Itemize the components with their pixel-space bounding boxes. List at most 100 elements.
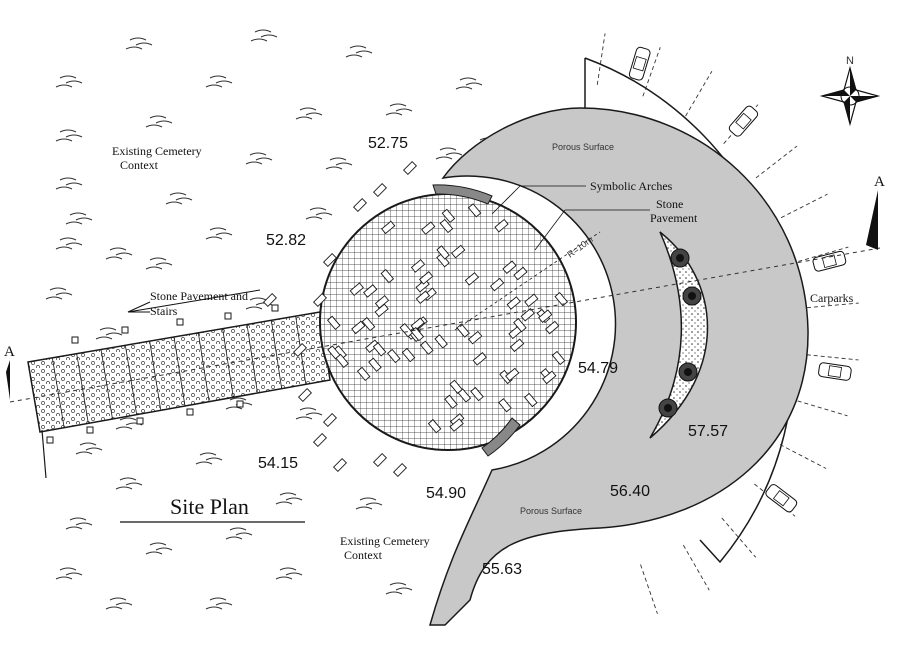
parking-stall-line bbox=[780, 193, 828, 219]
parking-stall-line bbox=[640, 564, 658, 614]
grass-tuft bbox=[355, 497, 383, 510]
bollard bbox=[86, 426, 94, 434]
paving-block bbox=[363, 284, 378, 298]
grass-tuft bbox=[205, 227, 233, 240]
paving-block bbox=[470, 386, 484, 402]
paving-block bbox=[332, 457, 348, 473]
grass-tuft bbox=[455, 77, 483, 90]
stair-step-line bbox=[246, 324, 258, 394]
paving-block bbox=[489, 277, 505, 292]
paving-block bbox=[513, 318, 527, 333]
porous-label-top: Porous Surface bbox=[552, 142, 614, 152]
bollard bbox=[121, 326, 129, 334]
paving-block bbox=[551, 350, 566, 366]
paving-block bbox=[436, 245, 450, 260]
paving-block bbox=[372, 452, 388, 468]
paving-block bbox=[468, 330, 483, 345]
section-label-left: A bbox=[4, 344, 15, 360]
paving-block bbox=[415, 278, 430, 293]
paving-block bbox=[456, 323, 470, 338]
paving-block bbox=[449, 379, 463, 394]
symbolic-arches-label: Symbolic Arches bbox=[590, 179, 673, 193]
paving-block bbox=[524, 392, 538, 408]
porous-surface bbox=[429, 107, 809, 626]
stone-pavement-label-1: Stone bbox=[656, 197, 683, 211]
grass-tuft bbox=[225, 527, 253, 540]
paving-block bbox=[380, 268, 395, 284]
symbolic-arch-south bbox=[481, 417, 521, 457]
elevation-56-40: 56.40 bbox=[610, 483, 650, 500]
grass-tuft bbox=[145, 542, 173, 555]
grass-tuft bbox=[205, 75, 233, 88]
paving-block bbox=[449, 418, 464, 432]
parking-stall-line bbox=[642, 47, 661, 97]
paving-block bbox=[326, 315, 341, 330]
elevation-54-90: 54.90 bbox=[426, 485, 466, 502]
paving-block bbox=[386, 348, 401, 364]
grass-tuft bbox=[295, 107, 323, 120]
paving-block bbox=[472, 352, 487, 366]
elevation-54-15: 54.15 bbox=[258, 455, 298, 472]
paving-block bbox=[335, 353, 349, 369]
parking-stall-line bbox=[798, 246, 849, 262]
elevation-52-75: 52.75 bbox=[368, 135, 408, 152]
parking-stall-line bbox=[806, 302, 859, 309]
paving-block bbox=[506, 296, 521, 310]
paving-block bbox=[312, 432, 328, 448]
grass-tuft bbox=[55, 237, 83, 250]
cemetery-label-top-2: Context bbox=[120, 158, 159, 172]
paving-block bbox=[505, 367, 520, 382]
parking-stall-line bbox=[755, 145, 798, 179]
paving-block bbox=[410, 317, 425, 332]
grass-tuft bbox=[205, 597, 233, 610]
grass-tuft bbox=[250, 29, 278, 42]
paving-block bbox=[494, 218, 509, 233]
paving-block bbox=[441, 208, 456, 224]
radius-label: R=10m bbox=[565, 234, 595, 259]
paving-block bbox=[262, 292, 278, 308]
paving-block bbox=[297, 387, 313, 403]
paving-block bbox=[439, 218, 454, 234]
stone-pavement-label-2: Pavement bbox=[650, 211, 698, 225]
section-line bbox=[9, 247, 881, 403]
paving-block bbox=[502, 260, 517, 275]
grass-tuft bbox=[55, 567, 83, 580]
paving-block bbox=[434, 334, 448, 349]
grass-tuft bbox=[95, 327, 123, 340]
paving-block bbox=[513, 266, 528, 281]
grass-tuft bbox=[65, 517, 93, 530]
parked-car bbox=[765, 484, 798, 513]
stair-step-line bbox=[76, 353, 89, 424]
grass-tuft bbox=[105, 247, 133, 260]
grass-tuft bbox=[245, 152, 273, 165]
paving-block bbox=[374, 303, 389, 318]
grass-tuft bbox=[325, 157, 353, 170]
paving-block bbox=[349, 282, 364, 296]
paving-block bbox=[401, 347, 416, 363]
parking-stall-line bbox=[797, 400, 848, 417]
paving-block bbox=[419, 271, 434, 285]
paving-block bbox=[322, 252, 338, 268]
paving-block bbox=[520, 307, 535, 322]
carparks-label: Carparks bbox=[810, 291, 854, 305]
paving-block bbox=[421, 221, 436, 235]
paving-block bbox=[372, 182, 388, 198]
bollard bbox=[46, 436, 54, 444]
paving-block bbox=[420, 340, 434, 355]
paving-block bbox=[312, 292, 328, 308]
crescent-planter bbox=[649, 231, 709, 439]
stone-stairs-label-2: Stairs bbox=[150, 304, 178, 318]
grass-tuft bbox=[435, 147, 463, 160]
paving-block bbox=[524, 293, 539, 308]
parking-stall-line bbox=[779, 444, 827, 469]
parking-stall-line bbox=[683, 544, 710, 591]
paving-block bbox=[542, 370, 557, 385]
cemetery-label-bottom-1: Existing Cemetery bbox=[340, 534, 430, 548]
section-arrow-left bbox=[6, 360, 10, 400]
stair-step-line bbox=[270, 320, 283, 389]
parking-stall-line bbox=[806, 354, 859, 361]
paving-block bbox=[464, 272, 480, 286]
paving-block bbox=[498, 398, 512, 413]
paving-block bbox=[427, 419, 442, 434]
stair-step-line bbox=[197, 332, 210, 402]
